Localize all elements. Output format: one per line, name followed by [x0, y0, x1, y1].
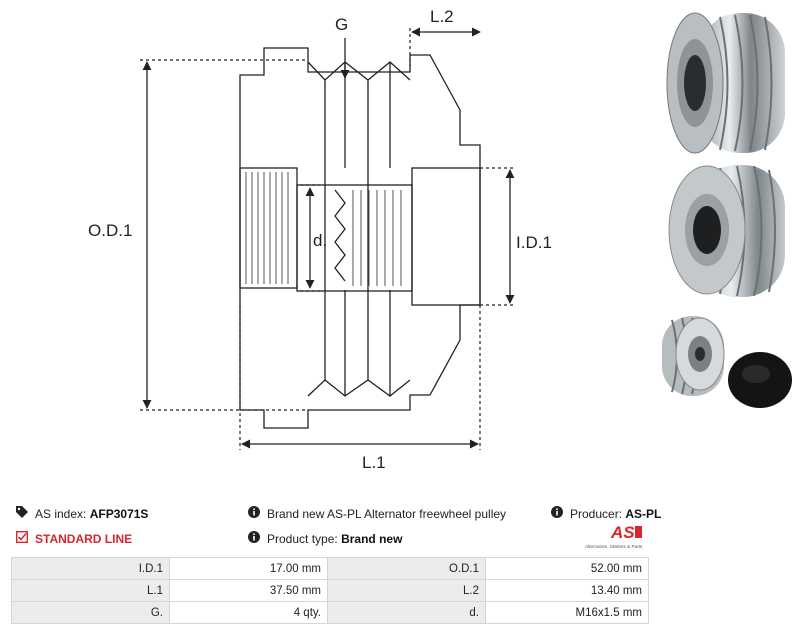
logo-tagline: Alternators, Starters & Parts: [585, 544, 643, 549]
table-row: L.1 37.50 mm L.2 13.40 mm: [11, 579, 649, 602]
specifications-table: I.D.1 17.00 mm O.D.1 52.00 mm L.1 37.50 …: [11, 557, 649, 624]
table-row: G. 4 qty. d. M16x1.5 mm: [11, 601, 649, 624]
spec-key: L.2: [327, 579, 486, 602]
spec-value: 52.00 mm: [485, 557, 649, 580]
info-icon: [248, 531, 263, 546]
product-photo-angle: [666, 12, 785, 154]
checkbox-check-icon: [15, 530, 31, 546]
producer-label: Producer:: [570, 506, 623, 521]
label-l1: L.1: [362, 453, 386, 472]
producer-value: AS-PL: [625, 506, 662, 521]
spec-value: 4 qty.: [169, 601, 328, 624]
description-row: Brand new AS-PL Alternator freewheel pul…: [248, 506, 506, 521]
spec-value: M16x1.5 mm: [485, 601, 649, 624]
spec-key: O.D.1: [327, 557, 486, 580]
spec-key: G.: [11, 601, 170, 624]
product-type-row: Product type: Brand new: [248, 531, 402, 546]
spec-key: I.D.1: [11, 557, 170, 580]
tag-icon: [16, 506, 31, 521]
info-icon: [248, 506, 263, 521]
spec-value: 37.50 mm: [169, 579, 328, 602]
spec-value: 17.00 mm: [169, 557, 328, 580]
description-text: Brand new AS-PL Alternator freewheel pul…: [267, 506, 507, 521]
producer-row: Producer: AS-PL: [551, 506, 661, 521]
logo-mark: AS: [610, 523, 635, 542]
table-row: I.D.1 17.00 mm O.D.1 52.00 mm: [11, 557, 649, 580]
right-flange: [411, 167, 481, 306]
product-photo-cap: [662, 316, 792, 408]
product-type-value: Brand new: [341, 531, 403, 546]
as-index-value: AFP3071S: [89, 506, 149, 521]
standard-line-row: STANDARD LINE: [15, 530, 133, 546]
label-d: d.: [313, 231, 327, 250]
info-icon: [551, 506, 566, 521]
spec-key: L.1: [11, 579, 170, 602]
spec-key: d.: [327, 601, 486, 624]
label-l2: L.2: [430, 7, 454, 26]
pulley-ribs-bottom: [307, 379, 411, 397]
label-id1: I.D.1: [516, 233, 552, 252]
label-od1: O.D.1: [88, 221, 132, 240]
thread-profile: [334, 189, 346, 282]
spec-value: 13.40 mm: [485, 579, 649, 602]
product-type-label: Product type:: [267, 531, 338, 546]
product-photo-side: [668, 165, 785, 297]
as-index-row: AS index: AFP3071S: [16, 506, 148, 521]
as-pl-logo: AS Alternators, Starters & Parts: [585, 523, 643, 549]
pulley-ribs-top: [307, 61, 411, 81]
as-index-label: AS index:: [35, 506, 87, 521]
technical-drawing: G L.2 O.D.1 d. I.D.1 L.1: [88, 7, 552, 472]
label-g: G: [335, 15, 348, 34]
standard-line-label: STANDARD LINE: [35, 531, 133, 546]
